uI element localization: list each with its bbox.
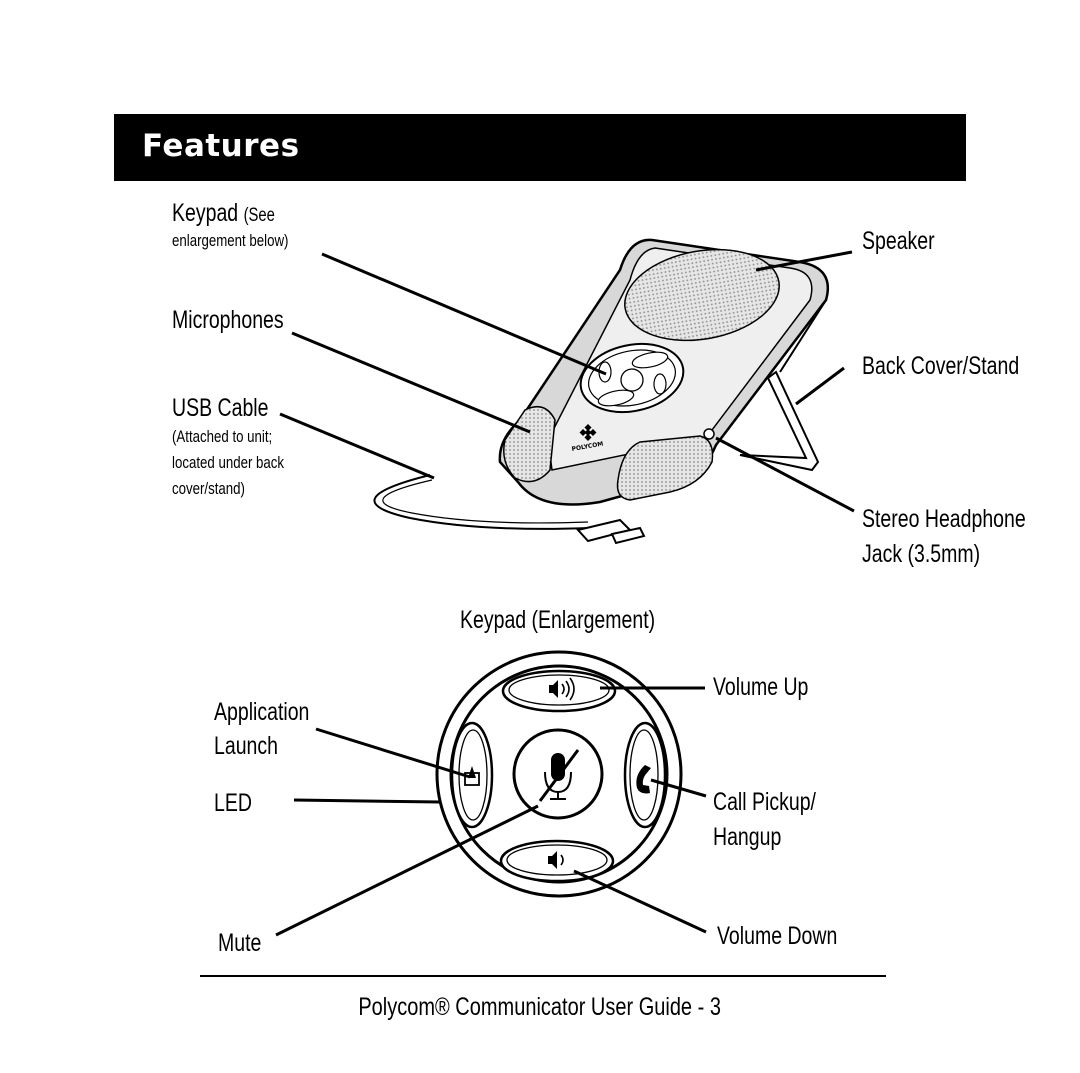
label-usb-note-1: (Attached to unit; bbox=[172, 427, 273, 446]
label-launch: Launch bbox=[214, 732, 278, 760]
section-banner: Features bbox=[114, 114, 966, 181]
label-speaker: Speaker bbox=[862, 227, 935, 255]
speakerphone-device: POLYCOM bbox=[373, 238, 829, 545]
usb-cable bbox=[373, 474, 591, 530]
right-microphone-grille bbox=[616, 435, 714, 501]
label-led: LED bbox=[214, 789, 252, 817]
keypad-callout-lines bbox=[275, 686, 707, 937]
label-keypad-note: enlargement below) bbox=[172, 231, 289, 250]
label-volume-down: Volume Down bbox=[717, 922, 838, 950]
page-footer: Polycom® Communicator User Guide - 3 bbox=[0, 993, 1080, 1022]
label-back-cover: Back Cover/Stand bbox=[862, 352, 1020, 380]
left-microphone-grille bbox=[503, 405, 556, 483]
label-call-pickup: Call Pickup/ bbox=[713, 788, 816, 816]
speaker-grille bbox=[624, 248, 780, 342]
mute-key bbox=[512, 728, 604, 820]
label-volume-up: Volume Up bbox=[713, 673, 809, 701]
label-keypad-see: (See bbox=[243, 205, 275, 226]
label-usb-cable: USB Cable bbox=[172, 394, 269, 422]
label-mute: Mute bbox=[218, 929, 262, 957]
call-pickup-key bbox=[623, 721, 667, 829]
headphone-jack bbox=[703, 428, 715, 440]
label-keypad-enlargement: Keypad (Enlargement) bbox=[460, 606, 656, 634]
label-hangup: Hangup bbox=[713, 823, 782, 851]
label-jack-1: Stereo Headphone bbox=[862, 505, 1026, 533]
volume-down-key bbox=[499, 839, 615, 883]
label-keypad-main: Keypad bbox=[172, 199, 239, 227]
label-usb-note-3: cover/stand) bbox=[172, 479, 245, 498]
footer-rule bbox=[200, 975, 886, 977]
label-microphones: Microphones bbox=[172, 306, 284, 334]
device-callout-lines bbox=[279, 250, 855, 513]
label-application: Application bbox=[214, 698, 310, 726]
label-keypad: Keypad (See bbox=[172, 199, 275, 228]
keypad-enlargement bbox=[435, 650, 683, 898]
application-launch-key bbox=[450, 721, 494, 829]
volume-up-key bbox=[501, 669, 617, 713]
usb-plug bbox=[576, 518, 646, 545]
device-keypad bbox=[579, 342, 685, 414]
footer-text: Polycom® Communicator User Guide - 3 bbox=[358, 993, 722, 1021]
label-usb-note-2: located under back bbox=[172, 453, 285, 472]
label-jack-2: Jack (3.5mm) bbox=[862, 540, 981, 568]
section-title: Features bbox=[142, 128, 300, 164]
